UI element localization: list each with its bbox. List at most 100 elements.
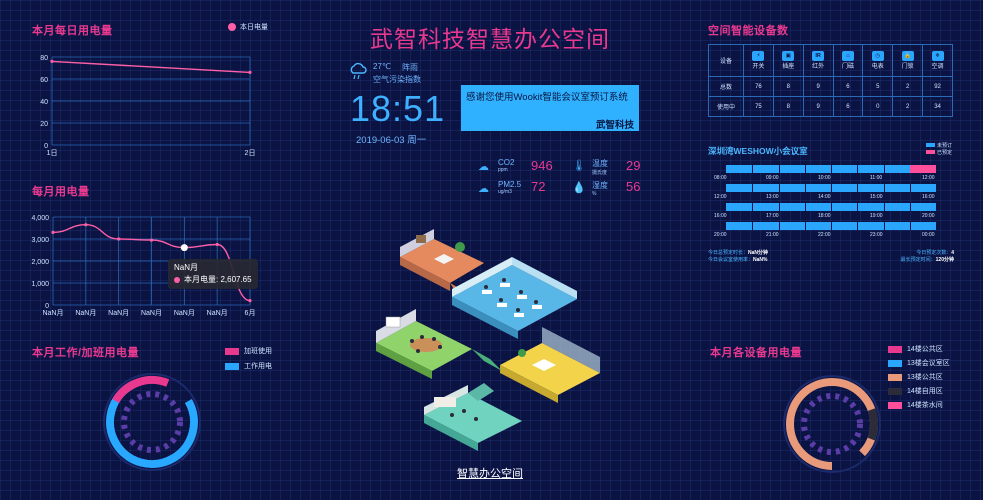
time-tick-label: 16:00 bbox=[714, 213, 727, 219]
slot-divider bbox=[752, 222, 754, 230]
data-point[interactable] bbox=[215, 242, 219, 247]
slot-divider bbox=[883, 184, 885, 192]
time-tick-label: 11:00 bbox=[870, 175, 883, 181]
y-tick-label: 1,000 bbox=[31, 281, 49, 288]
legend-swatch-icon bbox=[888, 401, 902, 409]
device-count-title: 空间智能设备数 bbox=[708, 25, 789, 37]
data-point[interactable] bbox=[180, 244, 188, 252]
page-title: 武智科技智慧办公空间 bbox=[370, 26, 610, 52]
legend-item[interactable]: 14楼自用区 bbox=[888, 385, 950, 399]
slot-divider bbox=[778, 222, 780, 230]
slot-divider bbox=[831, 184, 832, 192]
table-row: 使用中 75 8 9 6 0 2 34 bbox=[708, 96, 953, 117]
legend-item[interactable]: 已预定 bbox=[926, 150, 952, 157]
legend-item[interactable]: 14楼茶水间 bbox=[888, 399, 950, 413]
slot-divider bbox=[778, 203, 780, 211]
notice-text: 感谢您使用Wookit智能会议室预订系统 bbox=[466, 92, 628, 103]
smart-office-link[interactable]: 智慧办公空间 bbox=[457, 468, 523, 480]
humidity-value: 56 bbox=[626, 179, 641, 194]
time-tick-label: 12:00 bbox=[714, 194, 727, 200]
y-tick-label: 0 bbox=[44, 143, 48, 150]
weather-condition: 阵雨 bbox=[402, 63, 418, 72]
legend-swatch-icon bbox=[888, 387, 902, 395]
time-tick-label: 15:00 bbox=[870, 194, 883, 200]
device-lock: 🔒门锁 bbox=[892, 44, 924, 77]
time-tick-label: 21:00 bbox=[766, 232, 779, 238]
time-tick-label: 20:00 bbox=[714, 232, 727, 238]
slot-divider bbox=[857, 222, 859, 230]
legend-item[interactable]: 加班使用 bbox=[225, 344, 272, 359]
env-temp: 🌡 温度 摄氏度 bbox=[572, 159, 608, 176]
device-meter: ◷电表 bbox=[862, 44, 894, 77]
y-tick-label: 3,000 bbox=[31, 237, 49, 244]
data-point[interactable] bbox=[248, 299, 252, 303]
y-tick-label: 2,000 bbox=[31, 259, 49, 266]
slot-divider bbox=[804, 165, 806, 173]
y-tick-label: 0 bbox=[45, 303, 49, 310]
slot-divider bbox=[804, 203, 806, 211]
droplet-icon: 💧 bbox=[572, 182, 586, 194]
x-tick-label: 6月 bbox=[245, 309, 256, 317]
env-co2: ☁ CO2 ppm bbox=[478, 158, 515, 173]
legend-item[interactable]: 未预订 bbox=[926, 143, 952, 150]
legend-item[interactable]: 13楼会议室区 bbox=[888, 357, 950, 371]
slot-divider bbox=[752, 165, 754, 173]
door-sensor-icon: ⌂ bbox=[841, 51, 854, 61]
legend-swatch-icon bbox=[926, 150, 935, 154]
table-header-cell: 设备 bbox=[708, 44, 744, 77]
time-tick-label: 09:00 bbox=[766, 175, 779, 181]
work-overtime-donut[interactable] bbox=[100, 370, 205, 475]
data-point[interactable] bbox=[248, 70, 252, 74]
slot-divider bbox=[883, 203, 885, 211]
cloud-icon: ☁ bbox=[478, 161, 489, 173]
data-point[interactable] bbox=[84, 223, 88, 227]
booked-slot[interactable] bbox=[910, 165, 936, 173]
time-tick-label: 12:00 bbox=[922, 175, 935, 181]
slot-divider bbox=[778, 165, 780, 173]
time-tick-label: 18:00 bbox=[818, 213, 831, 219]
meter-icon: ◷ bbox=[871, 51, 884, 61]
slot-divider bbox=[883, 222, 885, 230]
slot-divider bbox=[831, 165, 832, 173]
time-tick-label: 17:00 bbox=[766, 213, 779, 219]
work-overtime-title: 本月工作/加班用电量 bbox=[32, 347, 140, 359]
slot-divider bbox=[804, 222, 806, 230]
meeting-stats-right: 今日预定次数：4 最长预定时间：120分钟 bbox=[900, 250, 954, 263]
slot-divider bbox=[909, 203, 911, 211]
x-tick-label: NaN月 bbox=[207, 309, 228, 317]
y-tick-label: 4,000 bbox=[31, 215, 49, 222]
work-overtime-legend: 加班使用 工作用电 bbox=[225, 344, 272, 374]
x-tick-label: NaN月 bbox=[108, 309, 129, 317]
y-tick-label: 80 bbox=[40, 55, 48, 62]
data-point[interactable] bbox=[149, 238, 154, 242]
isometric-office-illustration bbox=[376, 229, 600, 451]
data-point[interactable] bbox=[50, 59, 54, 63]
y-tick-label: 40 bbox=[40, 99, 48, 106]
y-tick-label: 20 bbox=[40, 121, 48, 128]
table-row: 总数 76 8 9 6 5 2 92 bbox=[708, 76, 953, 97]
legend-swatch-icon bbox=[926, 143, 935, 147]
daily-power-legend[interactable]: 本日电量 bbox=[228, 22, 268, 32]
slot-divider bbox=[857, 203, 859, 211]
slot-divider bbox=[752, 184, 754, 192]
slot-divider bbox=[831, 203, 832, 211]
device-switch: ⚡开关 bbox=[743, 44, 774, 77]
slot-divider bbox=[909, 184, 911, 192]
device-power-donut[interactable] bbox=[780, 372, 885, 477]
data-point[interactable] bbox=[117, 237, 121, 241]
clock-date: 2019-06-03 周一 bbox=[356, 135, 427, 146]
legend-item[interactable]: 13楼公共区 bbox=[888, 371, 950, 385]
air-conditioner-icon: ❄ bbox=[931, 51, 944, 61]
legend-item[interactable]: 14楼公共区 bbox=[888, 343, 950, 357]
legend-item[interactable]: 工作用电 bbox=[225, 359, 272, 374]
data-point[interactable] bbox=[51, 230, 55, 234]
time-tick-label: 22:00 bbox=[818, 232, 831, 238]
series-line bbox=[51, 60, 251, 74]
switch-icon: ⚡ bbox=[752, 51, 765, 61]
